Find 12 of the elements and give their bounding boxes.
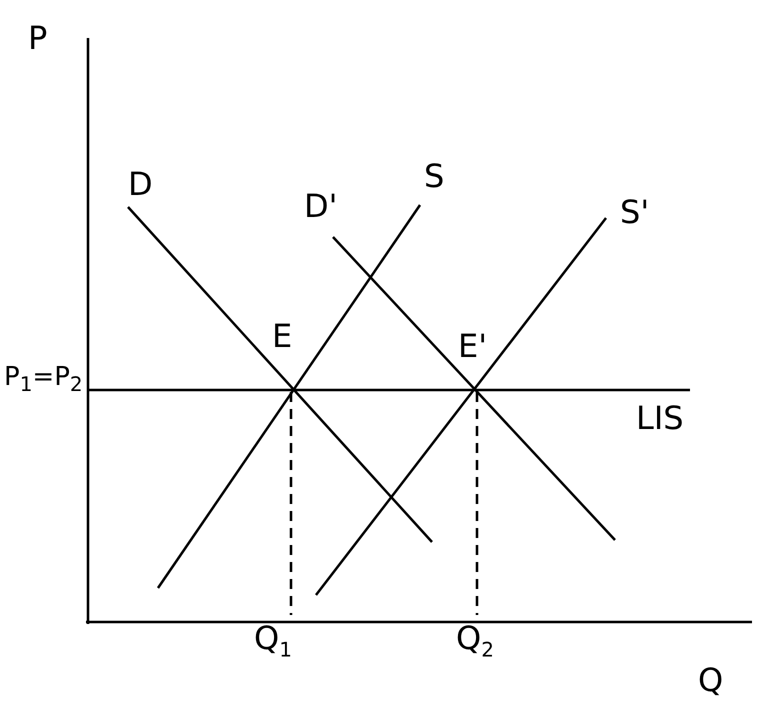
quantity-label: Q$_{1}$: [254, 622, 292, 660]
axis-label: Q: [698, 664, 724, 696]
line-label: LIS: [636, 402, 684, 434]
axis-label: P: [28, 22, 48, 54]
point-label: E: [272, 320, 292, 352]
curve-label: S': [620, 196, 650, 228]
curve-label: D: [128, 168, 153, 200]
curve-label: D': [304, 190, 338, 222]
curve-label: S: [424, 160, 444, 192]
quantity-label: Q$_{2}$: [456, 622, 494, 660]
price-label: P$_{1}$=P$_{2}$: [4, 364, 83, 394]
point-label: E': [458, 330, 488, 362]
